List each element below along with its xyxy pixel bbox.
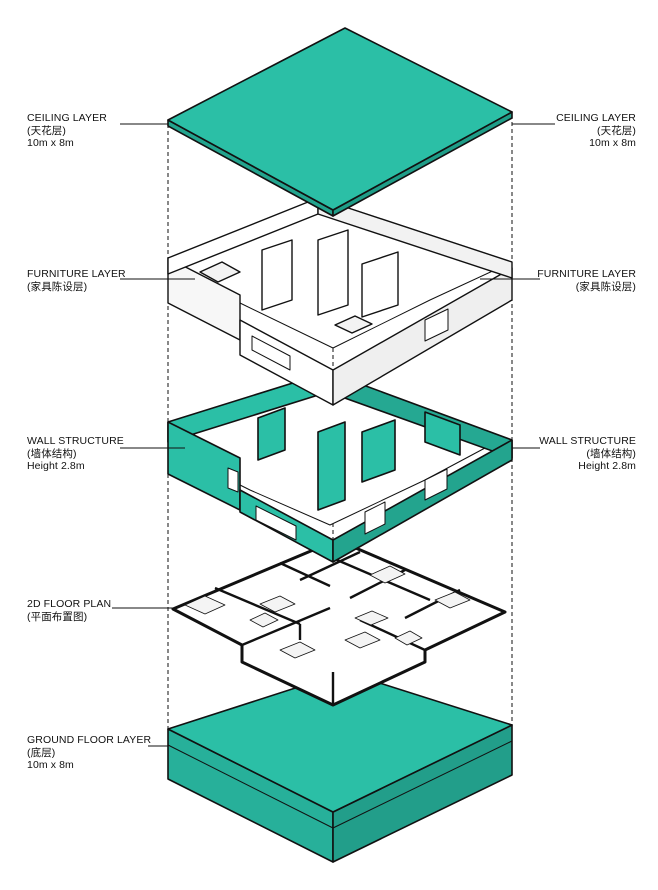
wall-front-right-face bbox=[332, 439, 513, 563]
label-walls-right-dim: Height 2.8m bbox=[578, 460, 636, 472]
leader-lines bbox=[112, 123, 555, 747]
label-ground-left-title: GROUND FLOOR LAYER bbox=[27, 734, 152, 746]
wall-partition-a bbox=[257, 407, 286, 461]
label-floorplan-left: 2D FLOOR PLAN (平面布置图) bbox=[27, 598, 111, 623]
label-ceiling-left-dim: 10m x 8m bbox=[27, 137, 74, 149]
wall-window-front-c bbox=[424, 468, 448, 501]
label-ceiling-right-sub: (天花层) bbox=[597, 124, 636, 137]
label-ceiling-left: CEILING LAYER (天花层) 10m x 8m bbox=[27, 112, 107, 150]
floor-plan-sheet bbox=[171, 538, 507, 707]
furniture-window-front bbox=[251, 335, 291, 371]
floor-plan-furniture bbox=[184, 565, 471, 659]
label-furniture-right-sub: (家具陈设层) bbox=[575, 280, 636, 293]
label-walls-left-sub: (墙体结构) bbox=[27, 447, 77, 460]
label-furniture-left-title: FURNITURE LAYER bbox=[27, 268, 126, 280]
label-ground-left-sub: (底层) bbox=[27, 746, 56, 759]
wall-structure-layer bbox=[167, 371, 513, 563]
furniture-sofa bbox=[334, 315, 373, 334]
floor-plan-layer bbox=[171, 538, 507, 707]
label-ground-left: GROUND FLOOR LAYER (底层) 10m x 8m bbox=[27, 734, 151, 772]
label-ceiling-left-sub: (天花层) bbox=[27, 124, 66, 137]
label-furniture-right-title: FURNITURE LAYER bbox=[537, 268, 636, 280]
ground-slab-top-face bbox=[167, 671, 513, 813]
label-ceiling-right: CEILING LAYER (天花层) 10m x 8m bbox=[556, 112, 636, 150]
furniture-cabinet-c bbox=[361, 251, 399, 318]
furniture-wall-front-right bbox=[332, 267, 513, 406]
ground-slab-top-edge-inner bbox=[167, 740, 513, 829]
label-ground-left-dim: 10m x 8m bbox=[27, 759, 74, 771]
label-walls-left: WALL STRUCTURE (墙体结构) Height 2.8m bbox=[27, 435, 124, 473]
label-furniture-right: FURNITURE LAYER (家具陈设层) bbox=[537, 268, 636, 293]
label-walls-left-title: WALL STRUCTURE bbox=[27, 435, 124, 447]
wall-partition-d bbox=[424, 411, 461, 456]
label-ceiling-left-title: CEILING LAYER bbox=[27, 112, 107, 124]
wall-window-left bbox=[227, 467, 239, 493]
label-walls-right-title: WALL STRUCTURE bbox=[539, 435, 636, 447]
wall-window-front-a bbox=[255, 505, 297, 541]
furniture-cabinet-a bbox=[261, 239, 293, 311]
label-floorplan-left-sub: (平面布置图) bbox=[27, 610, 88, 623]
ground-floor-slab bbox=[167, 671, 513, 863]
label-walls-right: WALL STRUCTURE (墙体结构) Height 2.8m bbox=[539, 435, 636, 473]
label-walls-left-dim: Height 2.8m bbox=[27, 460, 85, 472]
label-furniture-left: FURNITURE LAYER (家具陈设层) bbox=[27, 268, 126, 293]
label-ceiling-right-title: CEILING LAYER bbox=[556, 112, 636, 124]
wall-partition-c bbox=[361, 419, 396, 483]
furniture-layer bbox=[167, 197, 513, 406]
label-floorplan-left-title: 2D FLOOR PLAN bbox=[27, 598, 112, 610]
furniture-bed bbox=[199, 261, 241, 283]
label-ceiling-right-dim: 10m x 8m bbox=[589, 137, 636, 149]
furniture-window-right bbox=[424, 308, 449, 342]
furniture-cabinet-b bbox=[317, 229, 349, 316]
label-walls-right-sub: (墙体结构) bbox=[586, 447, 636, 460]
ceiling-slab-top-face bbox=[167, 27, 513, 211]
wall-partition-b bbox=[317, 421, 346, 511]
ceiling-slab bbox=[167, 27, 513, 217]
label-furniture-left-sub: (家具陈设层) bbox=[27, 280, 88, 293]
wall-window-front-b bbox=[364, 501, 386, 535]
